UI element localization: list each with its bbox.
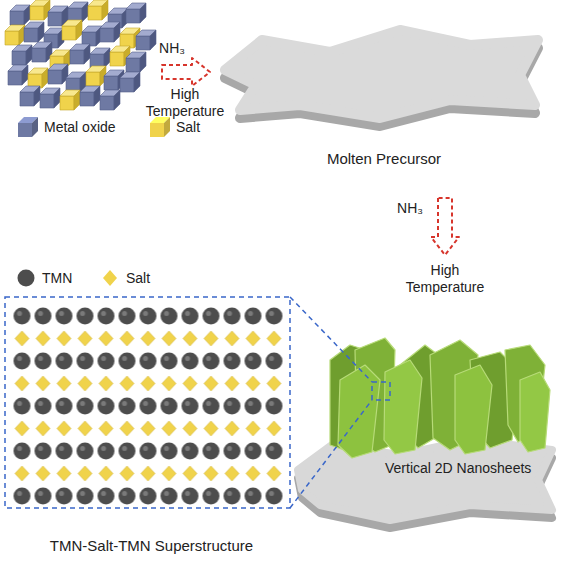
node-title: TMN-Salt-TMN Superstructure [5, 537, 298, 555]
tmn-salt-layers [12, 305, 285, 505]
legend-label: TMN [42, 270, 72, 286]
node-title: Vertical 2D Nanosheets [385, 460, 557, 477]
superstructure-node: TMN-Salt-TMN Superstructure [5, 297, 298, 559]
diamond-swatch [100, 268, 120, 288]
legend-entry: Metal oxide [18, 117, 116, 137]
superstructure-frame [5, 297, 290, 508]
legend-label: Metal oxide [44, 119, 116, 135]
oxide-salt-mixture [5, 0, 156, 110]
cube-swatch [18, 117, 38, 137]
node-title: Molten Precursor [215, 150, 553, 168]
legend-label: Salt [126, 270, 150, 286]
reaction-arrow [431, 198, 459, 255]
reaction-arrow [162, 58, 210, 86]
legend-entry: Salt [100, 268, 150, 288]
circle-swatch [16, 268, 36, 288]
zoom-lines [290, 297, 390, 508]
legend-entry: Salt [150, 117, 200, 137]
legend-label: Salt [176, 119, 200, 135]
precursor-node: Molten Precursor [215, 28, 553, 198]
reagent-label: NH₃ [152, 40, 192, 57]
molten-precursor-blob [225, 30, 538, 126]
vertical-nanosheets [330, 338, 550, 458]
nanosheet-substrate [298, 440, 552, 528]
reagent-label: NH₃ [392, 200, 428, 217]
condition-label: High Temperature [400, 262, 490, 296]
cube-swatch [150, 117, 170, 137]
legend-entry: TMN [16, 268, 72, 288]
condition-label: High Temperature [140, 86, 230, 120]
nanosheet-node: Vertical 2D Nanosheets [290, 255, 560, 525]
